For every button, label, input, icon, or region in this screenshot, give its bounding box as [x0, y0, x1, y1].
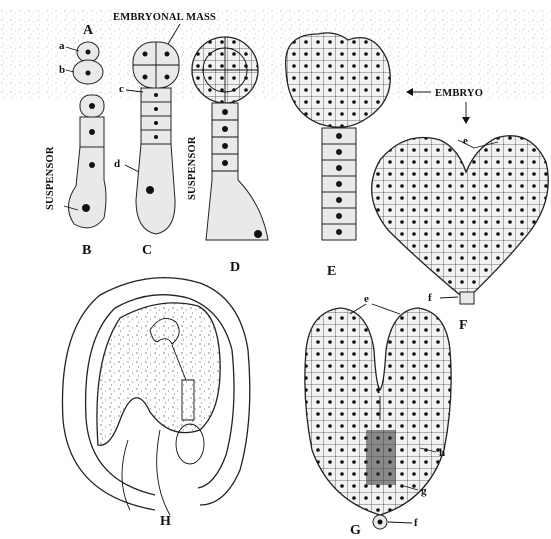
part-b-label: b — [59, 64, 65, 76]
part-f-label-f: f — [428, 292, 432, 304]
part-d-label: d — [114, 158, 120, 170]
stage-c-label: C — [142, 243, 152, 258]
embryo-label: EMBRYO — [435, 88, 483, 99]
embryonal-mass-label: EMBRYONAL MASS — [113, 12, 216, 23]
suspensor-label-left: SUSPENSOR — [45, 146, 56, 210]
stage-e-label: E — [327, 264, 336, 279]
stage-g-label: G — [350, 523, 361, 538]
stage-e-drawing — [286, 33, 391, 240]
part-e-label-g: e — [364, 293, 369, 305]
stage-h-label: H — [160, 514, 171, 529]
stage-c-drawing — [125, 42, 179, 234]
suspensor-label-right: SUSPENSOR — [187, 136, 198, 200]
stage-b-label: B — [82, 243, 91, 258]
stage-b-drawing — [64, 95, 106, 228]
stage-d-drawing — [192, 37, 268, 240]
stage-d-label: D — [230, 260, 240, 275]
stage-f-label: F — [459, 318, 468, 333]
part-e-label-f: e — [463, 135, 468, 147]
stage-f-drawing — [372, 136, 549, 304]
part-c-label: c — [119, 83, 124, 95]
part-a-label: a — [59, 40, 65, 52]
part-g-label: g — [421, 485, 427, 497]
part-i-label: i — [377, 384, 380, 396]
part-f-label-g: f — [414, 517, 418, 529]
part-h-label: h — [439, 447, 445, 459]
stage-h-drawing — [62, 278, 249, 515]
stage-a-label: A — [83, 23, 94, 38]
stage-g-drawing — [305, 304, 451, 529]
